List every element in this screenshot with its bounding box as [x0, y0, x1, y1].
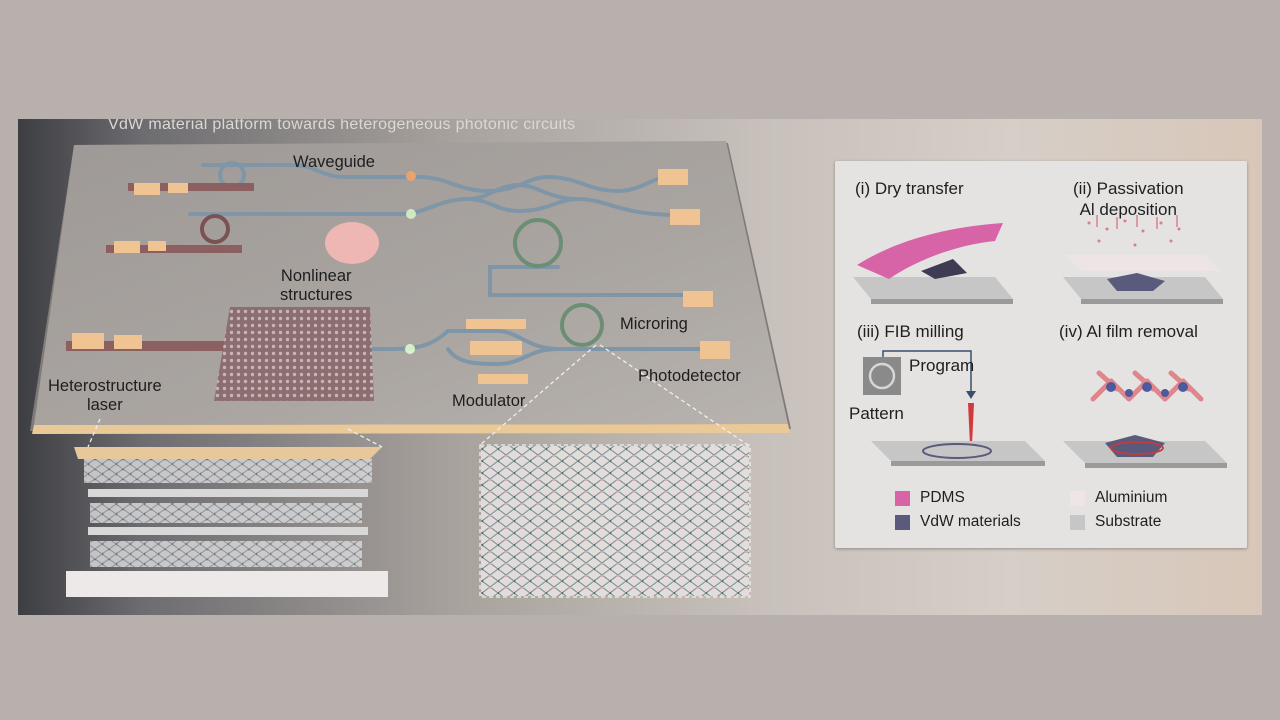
photonic-crystal — [214, 307, 374, 401]
chip-illustration — [30, 141, 791, 598]
substrate-1 — [853, 277, 1013, 299]
ring-green-2 — [560, 303, 604, 347]
ring-green-1 — [513, 218, 563, 268]
legend-swatch-pdms — [895, 490, 910, 506]
figure: VdW material platform towards heterogene… — [18, 119, 1262, 615]
process-illustration — [853, 215, 1227, 468]
label-heterostructure-laser: Heterostructure laser — [48, 377, 162, 414]
waveguide-loop — [488, 265, 688, 297]
label-microring: Microring — [620, 315, 688, 333]
legend-substrate: Substrate — [1070, 513, 1161, 531]
legend-swatch-aluminium — [1070, 490, 1085, 506]
nonlinear-disk — [325, 222, 379, 264]
label-nonlinear-structures: Nonlinear structures — [280, 267, 353, 304]
legend-pdms: PDMS — [895, 489, 965, 507]
pdms-sheet — [857, 223, 1003, 279]
fib-beam — [968, 403, 974, 445]
legend-swatch-substrate — [1070, 514, 1085, 530]
step-passivation: (ii) Passivation Al deposition — [1073, 179, 1184, 219]
label-pattern: Pattern — [849, 404, 904, 423]
pattern-square — [863, 357, 901, 395]
figure-title: VdW material platform towards heterogene… — [108, 119, 576, 133]
label-waveguide: Waveguide — [293, 153, 375, 171]
waveguide-main — [216, 329, 710, 351]
label-program: Program — [909, 356, 975, 375]
label-modulator: Modulator — [452, 392, 526, 410]
process-panel: (i) Dry transfer (ii) Passivation Al dep… — [835, 161, 1247, 548]
legend-vdw-materials: VdW materials — [895, 513, 1021, 531]
legend-swatch-vdw — [895, 514, 910, 530]
crystal-molecule — [1090, 370, 1204, 402]
step-fib-milling: (iii) FIB milling — [857, 322, 964, 341]
step-al-film-removal: (iv) Al film removal — [1059, 322, 1198, 341]
legend-aluminium: Aluminium — [1070, 489, 1167, 507]
waveguide-second — [188, 196, 680, 217]
substrate-3 — [871, 441, 1045, 461]
stack-inset — [66, 447, 388, 597]
lattice-inset — [481, 446, 749, 596]
step-dry-transfer: (i) Dry transfer — [855, 179, 964, 198]
label-photodetector: Photodetector — [638, 367, 741, 385]
